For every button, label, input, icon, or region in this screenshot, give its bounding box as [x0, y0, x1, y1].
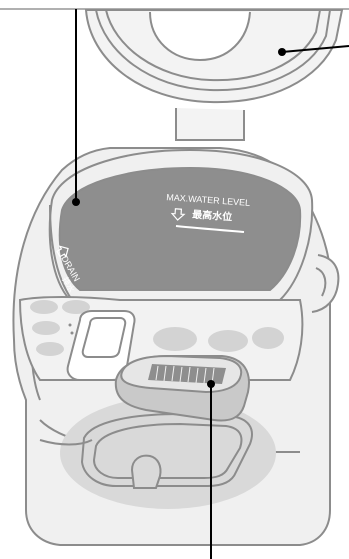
water-surface — [60, 168, 300, 290]
leader-dot-lid — [278, 48, 286, 56]
panel-indicator-1 — [69, 324, 72, 327]
leader-dot-drain — [72, 198, 80, 206]
panel-button-8 — [252, 327, 284, 349]
panel-button-4 — [36, 342, 64, 356]
display-screen — [83, 318, 126, 357]
panel-indicator-2 — [71, 332, 74, 335]
panel-button-7 — [208, 330, 248, 352]
panel-button-6 — [153, 327, 197, 351]
panel-button-1 — [30, 300, 58, 314]
lid-hinge — [176, 108, 244, 140]
base-cup-marker — [132, 456, 161, 488]
panel-button-3 — [32, 321, 60, 335]
leader-dot-filter — [207, 380, 215, 388]
